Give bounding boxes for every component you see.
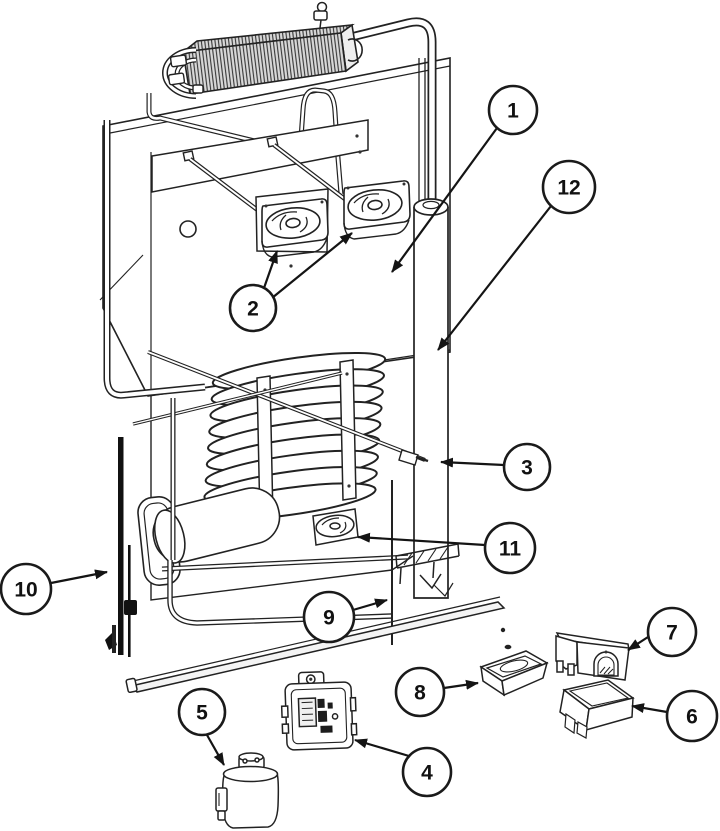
spare-fan: [312, 508, 359, 546]
callout-4: 4: [354, 738, 453, 798]
callout-circle: [177, 687, 227, 737]
callout-11: 11: [357, 521, 537, 575]
callout-number: 11: [499, 538, 522, 561]
callout-circle: [401, 746, 453, 798]
condenser-fan-right: [343, 180, 411, 240]
callout-circle: [228, 283, 278, 333]
callout-1: 1: [391, 84, 539, 273]
callout-number: 9: [323, 607, 335, 630]
callout-circle: [487, 84, 539, 136]
flue-pipe: [341, 17, 437, 202]
drip-tray: [479, 650, 549, 697]
callout-number: 10: [14, 579, 37, 602]
callout-8: 8: [394, 666, 479, 718]
callout-number: 7: [666, 622, 678, 645]
callout-circle: [665, 689, 719, 743]
burner-bracket: [555, 632, 630, 681]
condenser-inlet-loop: [162, 47, 204, 99]
lower-tubes: [161, 480, 409, 645]
burner-box-cover: [559, 679, 635, 739]
callout-circle: [646, 606, 698, 658]
condenser-end-loop: [347, 38, 363, 62]
callout-12: 12: [437, 159, 597, 351]
lower-bracket: [395, 543, 460, 597]
fan-shelf-plate: [151, 119, 369, 193]
callout-6: 6: [631, 689, 719, 743]
callout-9: 9: [302, 590, 388, 644]
rod-clamp: [124, 600, 137, 615]
callout-circle: [0, 562, 53, 616]
callout-number: 8: [414, 682, 426, 705]
callout-number: 2: [247, 298, 259, 321]
callout-10: 10: [0, 562, 108, 616]
rod-end-fitting: [398, 449, 419, 466]
absorber-cylinder: [413, 198, 449, 599]
condenser-outlet-tube: [146, 87, 344, 195]
callout-number: 6: [686, 706, 698, 729]
callout-2: 2: [228, 232, 353, 333]
callout-circle: [302, 590, 356, 644]
callout-number: 1: [507, 100, 519, 123]
callout-3: 3: [440, 442, 552, 492]
burner-tube-rods: [105, 437, 137, 657]
callout-circle: [483, 521, 537, 575]
control-box: [280, 671, 358, 751]
callout-7: 7: [627, 606, 698, 658]
lower-panel: [150, 396, 414, 601]
canister: [215, 752, 280, 829]
absorber-coil: [202, 351, 387, 521]
left-frame-tube: [103, 120, 206, 399]
boiler-tank: [152, 487, 281, 564]
callout-number: 3: [521, 457, 533, 480]
callout-number: 4: [421, 762, 433, 785]
condenser-fan-left: [261, 198, 329, 258]
boiler-assembly: [137, 398, 281, 586]
callout-5: 5: [177, 687, 227, 766]
callout-number: 12: [557, 177, 580, 200]
panel-hole: [179, 220, 197, 238]
callout-circle: [541, 159, 597, 215]
heater-rod: [132, 350, 429, 466]
callout-circle: [502, 442, 552, 492]
condenser-fin-pack: [180, 23, 363, 95]
callout-circle: [394, 666, 446, 718]
callout-number: 5: [196, 702, 208, 725]
